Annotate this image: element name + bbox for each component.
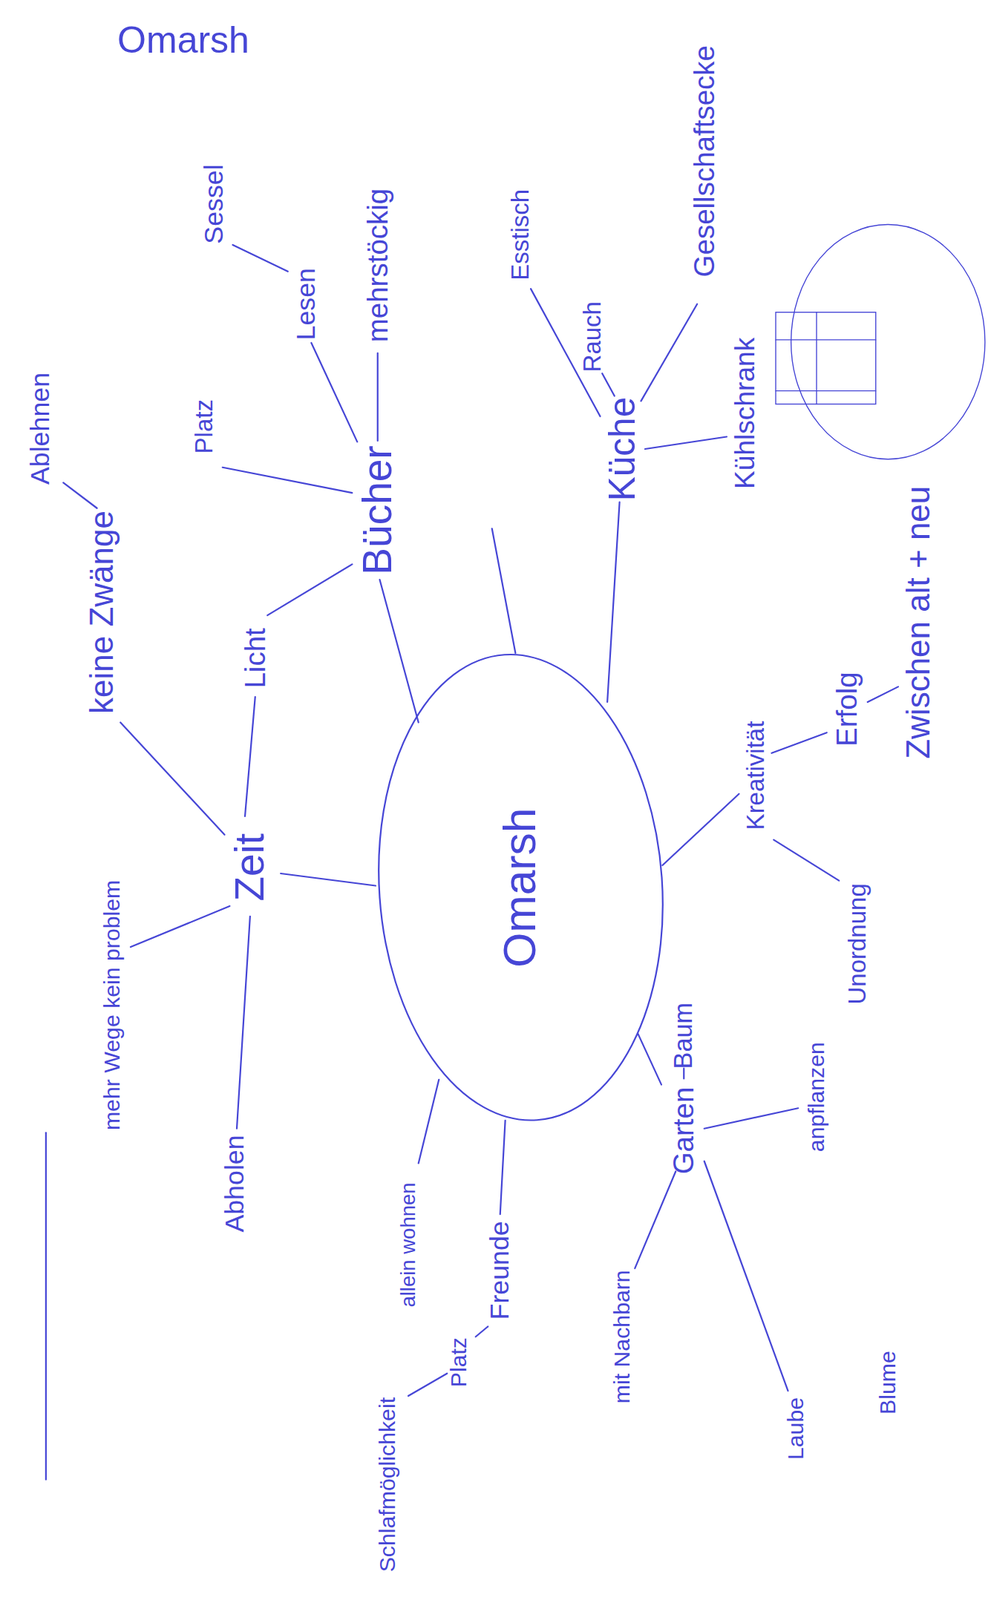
branch-line [120,723,225,836]
branch-label: Lesen [290,267,322,340]
branch-line [500,1120,506,1216]
fridge-sketch-circle [791,224,986,460]
page-title: Omarsh [117,19,250,63]
branch-label: Sessel [198,164,230,244]
branch-line [772,732,827,754]
branch-line [773,840,839,882]
branch-line [492,528,516,654]
branch-label: Gesellschaftsecke [688,45,721,277]
branch-label: Platz [190,399,219,454]
branch-label: Garten [667,1087,701,1176]
branch-line [236,916,251,1130]
branch-line [130,906,230,948]
branch-label: Platz [446,1337,473,1388]
branch-line [244,697,256,817]
branch-line [380,579,419,724]
branch-line [867,686,899,703]
branch-label: Freunde [484,1221,516,1320]
branch-label: mit Nachbarn [609,1270,636,1404]
branch-label: allein wohnen [396,1182,421,1308]
branch-line [704,1108,799,1130]
branch-label: Licht [239,628,272,689]
branch-line [641,304,698,402]
bracket-line [45,1132,47,1481]
branch-label: Zeit [226,833,274,902]
branch-label: keine Zwänge [83,510,121,715]
branch-label: Bücher [354,445,401,575]
branch-label: Abholen [219,1135,251,1233]
branch-line [602,373,615,396]
branch-label: Blume [875,1351,902,1415]
ellipse-outline [362,645,678,1131]
branch-label: Ablehnen [25,372,56,485]
branch-line [682,1068,685,1080]
branch-line [607,502,620,703]
branch-line [408,1374,447,1397]
branch-label: Rauch [578,301,607,372]
branch-label: Zwischen alt + neu [899,486,938,760]
branch-line [280,873,376,887]
branch-line [704,1161,789,1392]
branch-line [475,1327,489,1338]
branch-label: anpflanzen [803,1042,830,1153]
branch-line [222,467,353,493]
branch-line [267,564,352,616]
branch-line [311,342,358,442]
branch-label: Kreativität [741,721,770,831]
branch-label: mehr Wege kein problem [99,880,126,1131]
branch-label: Esstisch [506,189,535,281]
central-ellipse: Omarsh [377,653,664,1124]
branch-line [637,1034,662,1086]
branch-line [634,1172,676,1270]
branch-label: mehrstöckig [361,188,395,343]
branch-label: Unordnung [843,883,872,1005]
branch-line [377,353,379,441]
branch-label: Erfolg [830,671,864,747]
fridge-sketch [775,390,876,392]
branch-line [233,244,289,272]
branch-label: Schlafmöglichkeit [374,1397,401,1573]
branch-label: Baum [668,1002,699,1070]
branch-label: Küche [601,397,644,502]
fridge-sketch [775,339,876,340]
branch-line [418,1080,440,1164]
fridge-sketch [775,312,876,405]
branch-line [645,437,727,450]
node-text: Omarsh [494,808,547,968]
branch-label: Kühlschrank [728,337,761,490]
branch-line [63,482,97,508]
branch-line [662,794,739,866]
branch-label: Laube [783,1397,810,1461]
